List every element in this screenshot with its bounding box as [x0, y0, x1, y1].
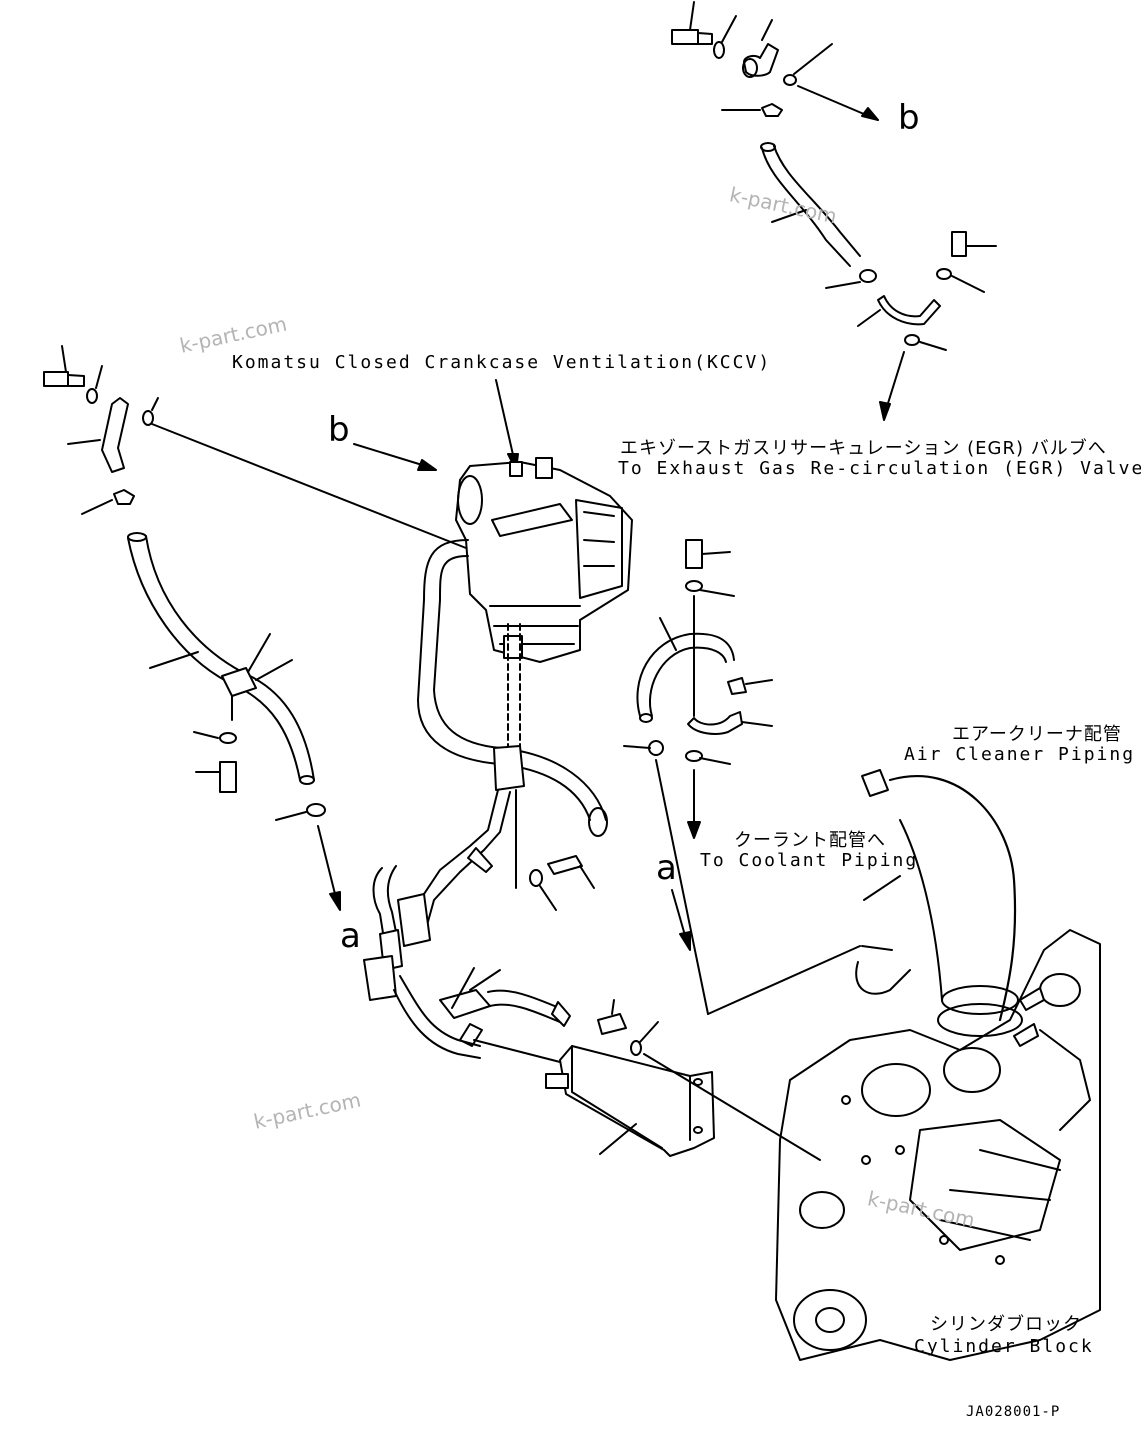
bolt-left-3	[195, 761, 237, 793]
left-fittings-group	[43, 345, 467, 911]
egr-fittings-group	[671, 1, 997, 421]
air-cleaner-pipe	[855, 769, 1023, 1037]
label-egr-en: To Exhaust Gas Re-circulation (EGR) Valv…	[618, 458, 1141, 479]
arrow-to-egr	[879, 351, 905, 421]
washer-left	[86, 365, 103, 404]
cylinder-block	[775, 929, 1101, 1361]
clamp-left-2	[275, 803, 326, 821]
clamp-middle	[825, 269, 877, 289]
banjo-bolt-top	[671, 1, 713, 45]
elbow-fitting-top	[742, 19, 779, 78]
coolant-pipe-group	[623, 539, 901, 1015]
label-coolant-en: To Coolant Piping	[700, 850, 919, 871]
washer-left-3	[193, 731, 237, 744]
elbow-fitting-middle	[857, 295, 941, 327]
hose-left	[127, 532, 315, 785]
clamp-top	[721, 103, 783, 117]
egr-hose	[760, 142, 861, 267]
elbow-left	[67, 397, 129, 473]
banjo-bolt-left	[43, 345, 85, 387]
label-block-jp: シリンダブロック	[930, 1314, 1082, 1335]
label-block-en: Cylinder Block	[914, 1336, 1094, 1357]
bolt-middle	[951, 231, 997, 257]
label-kccv: Komatsu Closed Crankcase Ventilation(KCC…	[232, 352, 772, 373]
clamp-left	[81, 489, 135, 515]
label-egr-jp: エキゾーストガスリサーキュレーション (EGR) バルブへ	[620, 438, 1107, 459]
kccv-breather-hose	[363, 539, 608, 1059]
drawing-code: JA028001-P	[966, 1404, 1061, 1420]
label-air-en: Air Cleaner Piping	[904, 744, 1136, 765]
washer-top-2	[783, 43, 833, 86]
washer-lower	[904, 334, 947, 351]
bolt-center	[515, 789, 595, 911]
washer-left-2	[142, 397, 467, 549]
hose-bracket-clip	[221, 633, 293, 721]
arrow-to-a-center	[671, 889, 691, 951]
washer-middle	[936, 268, 985, 293]
ref-letter-b-top: b	[898, 98, 920, 138]
ref-letter-a-center: a	[656, 848, 677, 888]
arrow-to-b-top	[797, 85, 879, 121]
ref-letter-b-left: b	[328, 410, 350, 450]
mounting-bracket	[473, 999, 821, 1161]
washer-top	[713, 15, 737, 59]
kccv-unit	[353, 379, 633, 663]
ref-letter-a-left: a	[340, 916, 361, 956]
arrow-to-a-left	[317, 825, 341, 911]
label-coolant-jp: クーラント配管へ	[734, 830, 886, 851]
label-air-jp: エアークリーナ配管	[952, 724, 1122, 745]
